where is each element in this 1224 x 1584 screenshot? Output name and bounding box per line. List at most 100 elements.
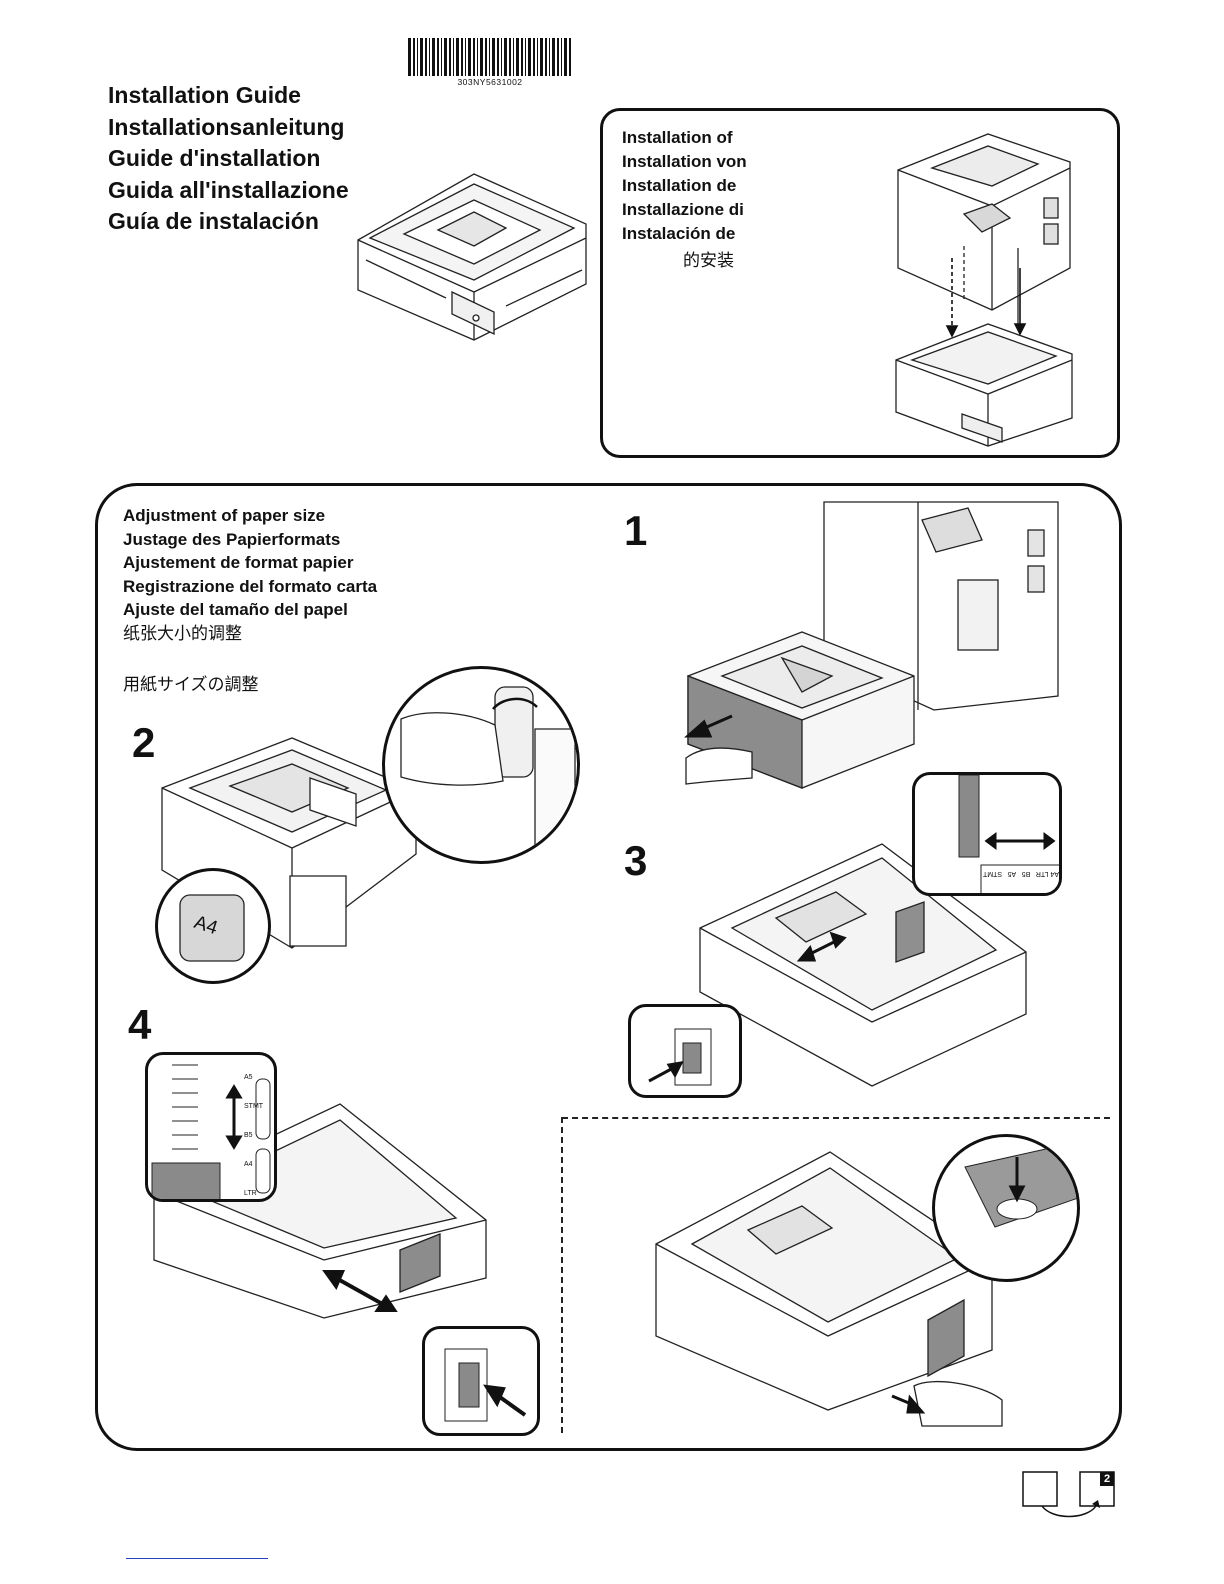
mark-a5: A5 <box>244 1074 253 1081</box>
barcode-bar <box>525 38 526 76</box>
mark-b5: B5 <box>244 1132 253 1139</box>
guide-title-de: Installationsanleitung <box>108 113 345 140</box>
paper-size-adjustment-panel <box>95 483 1122 1451</box>
step-4-number: 4 <box>128 1001 152 1048</box>
barcode-bar <box>516 38 519 76</box>
barcode-bar <box>441 38 442 76</box>
rear-guide-lock-detail <box>444 1348 527 1422</box>
barcode-bar <box>528 38 531 76</box>
adjustment-es: Ajuste del tamaño del papel <box>123 600 348 619</box>
barcode-bar <box>444 38 447 76</box>
mark-stmt: STMT <box>244 1103 264 1110</box>
barcode <box>408 38 572 76</box>
barcode-bar <box>545 38 547 76</box>
installation-de: Installation von <box>622 152 747 171</box>
barcode-bar <box>557 38 559 76</box>
step-1-pull-cassette-illustration <box>684 501 1059 789</box>
a4-dial-detail-callout: A4 <box>155 868 271 984</box>
barcode-bar <box>569 38 571 76</box>
barcode-graphic <box>408 38 571 76</box>
mark-a4: A4 <box>244 1161 253 1168</box>
barcode-bar <box>533 38 535 76</box>
adjustment-heading: Adjustment of paper size Justage des Pap… <box>123 504 377 645</box>
mark-b5: B5 <box>1021 870 1031 877</box>
barcode-bar <box>564 38 567 76</box>
step-3-side-guides-illustration <box>699 843 1027 1087</box>
dashed-separator-vertical <box>561 1117 563 1433</box>
barcode-bar <box>561 38 562 76</box>
installation-es: Instalación de <box>622 224 736 243</box>
barcode-bar <box>552 38 555 76</box>
barcode-bar <box>432 38 435 76</box>
size-marks-4: A5 STMT B5 A4 LTR <box>244 1073 264 1198</box>
barcode-bar <box>489 38 490 76</box>
installation-heading: Installation of Installation von Install… <box>622 126 747 246</box>
step-2-dial-detail-callout <box>382 666 580 864</box>
adjustment-de: Justage des Papierformats <box>123 529 341 549</box>
barcode-bar <box>485 38 487 76</box>
guide-title-fr: Guide d'installation <box>108 145 321 171</box>
dashed-separator-horizontal <box>562 1117 1110 1119</box>
paper-feeder-illustration <box>357 173 587 341</box>
installation-en: Installation of <box>622 128 733 147</box>
barcode-bar <box>453 38 454 76</box>
barcode-bar <box>521 38 523 76</box>
barcode-bar <box>413 38 415 76</box>
size-marks-3: A4 LTR B5 A5 STMT <box>983 869 1059 878</box>
adjustment-it: Registrazione del formato carta <box>123 576 378 596</box>
barcode-bar <box>480 38 483 76</box>
page-number-badge: 2 <box>1100 1472 1114 1486</box>
guide-title-es: Guía de instalación <box>108 208 319 234</box>
release-button-detail <box>964 1146 1077 1228</box>
page-turn-icon <box>1022 1471 1115 1518</box>
barcode-bar <box>473 38 475 76</box>
barcode-bar <box>504 38 507 76</box>
mark-a5: A5 <box>1007 870 1017 877</box>
barcode-bar <box>468 38 471 76</box>
step-4-lock-detail-callout <box>422 1326 540 1436</box>
guide-lock-detail <box>648 1028 712 1086</box>
installation-zh: 的安装 <box>683 251 734 270</box>
guide-titles: Installation Guide Installationsanleitun… <box>108 80 349 238</box>
adjustment-fr: Ajustement de format papier <box>123 553 354 572</box>
mark-ltr: LTR <box>244 1190 257 1197</box>
rear-guide-scale-detail <box>151 1064 271 1199</box>
adjustment-ja: 用紙サイズの調整 <box>123 675 259 694</box>
a4-dial-graphic <box>179 894 245 962</box>
barcode-number: 303NY5631002 <box>457 77 523 87</box>
adjustment-zh: 纸张大小的调整 <box>123 623 242 643</box>
barcode-bar <box>497 38 499 76</box>
barcode-bar <box>420 38 423 76</box>
installation-it: Installazione di <box>622 200 744 219</box>
guide-title-en: Installation Guide <box>108 82 301 108</box>
printer-on-feeder-illustration <box>895 133 1073 447</box>
barcode-bar <box>456 38 459 76</box>
barcode-bar <box>437 38 439 76</box>
step-3-size-marks-callout: A4 LTR B5 A5 STMT <box>912 772 1062 896</box>
barcode-bar <box>449 38 451 76</box>
size-marks-detail <box>958 775 1059 893</box>
step-2-number: 2 <box>132 719 156 766</box>
footer-rule <box>126 1558 268 1559</box>
barcode-bar <box>477 38 478 76</box>
barcode-bar <box>425 38 427 76</box>
barcode-bar <box>465 38 466 76</box>
mark-a4-ltr: A4 LTR <box>1035 870 1059 877</box>
barcode-bar <box>509 38 511 76</box>
barcode-bar <box>501 38 502 76</box>
step-3-number: 3 <box>624 837 648 884</box>
barcode-bar <box>513 38 514 76</box>
guide-title-it: Guida all'installazione <box>108 176 349 203</box>
installation-fr: Installation de <box>622 176 737 195</box>
release-detail-callout <box>932 1134 1080 1282</box>
dial-turning-hand-illustration <box>400 686 576 850</box>
barcode-bar <box>408 38 411 76</box>
adjustment-en: Adjustment of paper size <box>123 506 326 525</box>
barcode-bar <box>549 38 550 76</box>
barcode-bar <box>417 38 418 76</box>
step-1-number: 1 <box>624 507 648 554</box>
installation-panel <box>600 108 1120 458</box>
barcode-bar <box>429 38 430 76</box>
barcode-bar <box>461 38 463 76</box>
barcode-bar <box>540 38 543 76</box>
